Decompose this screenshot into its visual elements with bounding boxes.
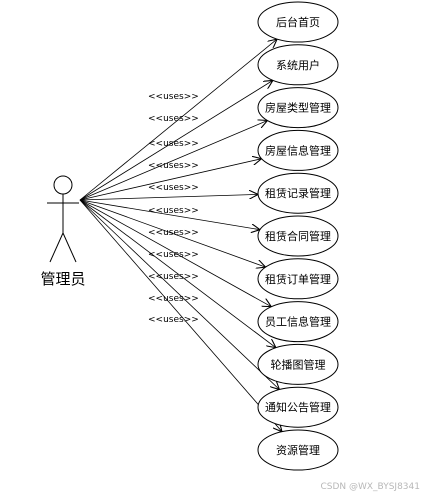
- use-case-ellipse: [257, 129, 339, 171]
- use-case-label: 系统用户: [276, 58, 320, 72]
- use-case-ellipse: [257, 1, 339, 43]
- stereotype-label: <<uses>>: [148, 228, 199, 238]
- use-case-ellipse: [257, 215, 339, 257]
- use-case-label: 轮播图管理: [271, 357, 326, 371]
- use-case: 资源管理: [257, 429, 339, 471]
- use-case-ellipse: [257, 429, 339, 471]
- association-line: [79, 80, 273, 201]
- use-cases: 后台首页系统用户房屋类型管理房屋信息管理租赁记录管理租赁合同管理租赁订单管理员工…: [257, 1, 339, 471]
- association-line: [79, 199, 260, 230]
- association-line: [79, 194, 258, 201]
- use-case-label: 房屋信息管理: [265, 143, 331, 157]
- actor-right-leg: [62, 232, 77, 263]
- stereotype-label: <<uses>>: [148, 92, 199, 102]
- stereotype-label: <<uses>>: [148, 250, 199, 260]
- stereotype-label: <<uses>>: [148, 294, 199, 304]
- use-case: 租赁合同管理: [257, 215, 339, 257]
- stereotype-label: <<uses>>: [148, 272, 199, 282]
- use-case-label: 后台首页: [276, 15, 320, 29]
- association-line: [79, 199, 279, 390]
- association-line: [79, 121, 268, 201]
- actor-name: 管理员: [40, 270, 85, 288]
- stereotype-labels: <<uses>> <<uses>> <<uses>> <<uses>> <<uses>>…: [148, 92, 199, 325]
- use-case: 租赁订单管理: [257, 258, 339, 300]
- association-line: [79, 199, 271, 307]
- use-case: 系统用户: [257, 44, 339, 86]
- use-case-label: 租赁合同管理: [265, 229, 331, 243]
- use-case-label: 员工信息管理: [265, 315, 331, 329]
- stereotype-label: <<uses>>: [148, 139, 199, 149]
- association-line: [79, 199, 282, 432]
- use-case-label: 通知公告管理: [265, 400, 331, 414]
- use-case: 后台首页: [257, 1, 339, 43]
- use-case-label: 租赁记录管理: [265, 186, 331, 200]
- use-case: 轮播图管理: [257, 343, 339, 385]
- use-case-label: 房屋类型管理: [265, 101, 331, 115]
- association-line: [79, 159, 262, 201]
- stereotype-label: <<uses>>: [148, 315, 199, 325]
- use-case: 通知公告管理: [257, 386, 339, 428]
- use-case-ellipse: [257, 343, 339, 385]
- stereotype-label: <<uses>>: [148, 114, 199, 124]
- use-case-ellipse: [257, 301, 339, 343]
- association-line: [79, 199, 266, 267]
- use-case-ellipse: [257, 44, 339, 86]
- stereotype-label: <<uses>>: [148, 183, 199, 193]
- use-case-ellipse: [257, 386, 339, 428]
- stereotype-label: <<uses>>: [148, 206, 199, 216]
- actor-left-leg: [49, 232, 64, 263]
- use-case: 房屋类型管理: [257, 87, 339, 129]
- actor: 管理员: [40, 175, 86, 288]
- use-case: 员工信息管理: [257, 301, 339, 343]
- use-case-ellipse: [257, 87, 339, 129]
- use-case-ellipse: [257, 172, 339, 214]
- use-case: 租赁记录管理: [257, 172, 339, 214]
- stereotype-label: <<uses>>: [148, 161, 199, 171]
- actor-head: [53, 175, 73, 195]
- association-line: [79, 39, 277, 201]
- use-case-label: 资源管理: [276, 443, 320, 457]
- use-case: 房屋信息管理: [257, 129, 339, 171]
- use-case-label: 租赁订单管理: [265, 272, 331, 286]
- use-case-ellipse: [257, 258, 339, 300]
- association-line: [79, 199, 276, 348]
- watermark: CSDN @WX_BYSJ8341: [320, 482, 420, 492]
- associations: [79, 39, 282, 432]
